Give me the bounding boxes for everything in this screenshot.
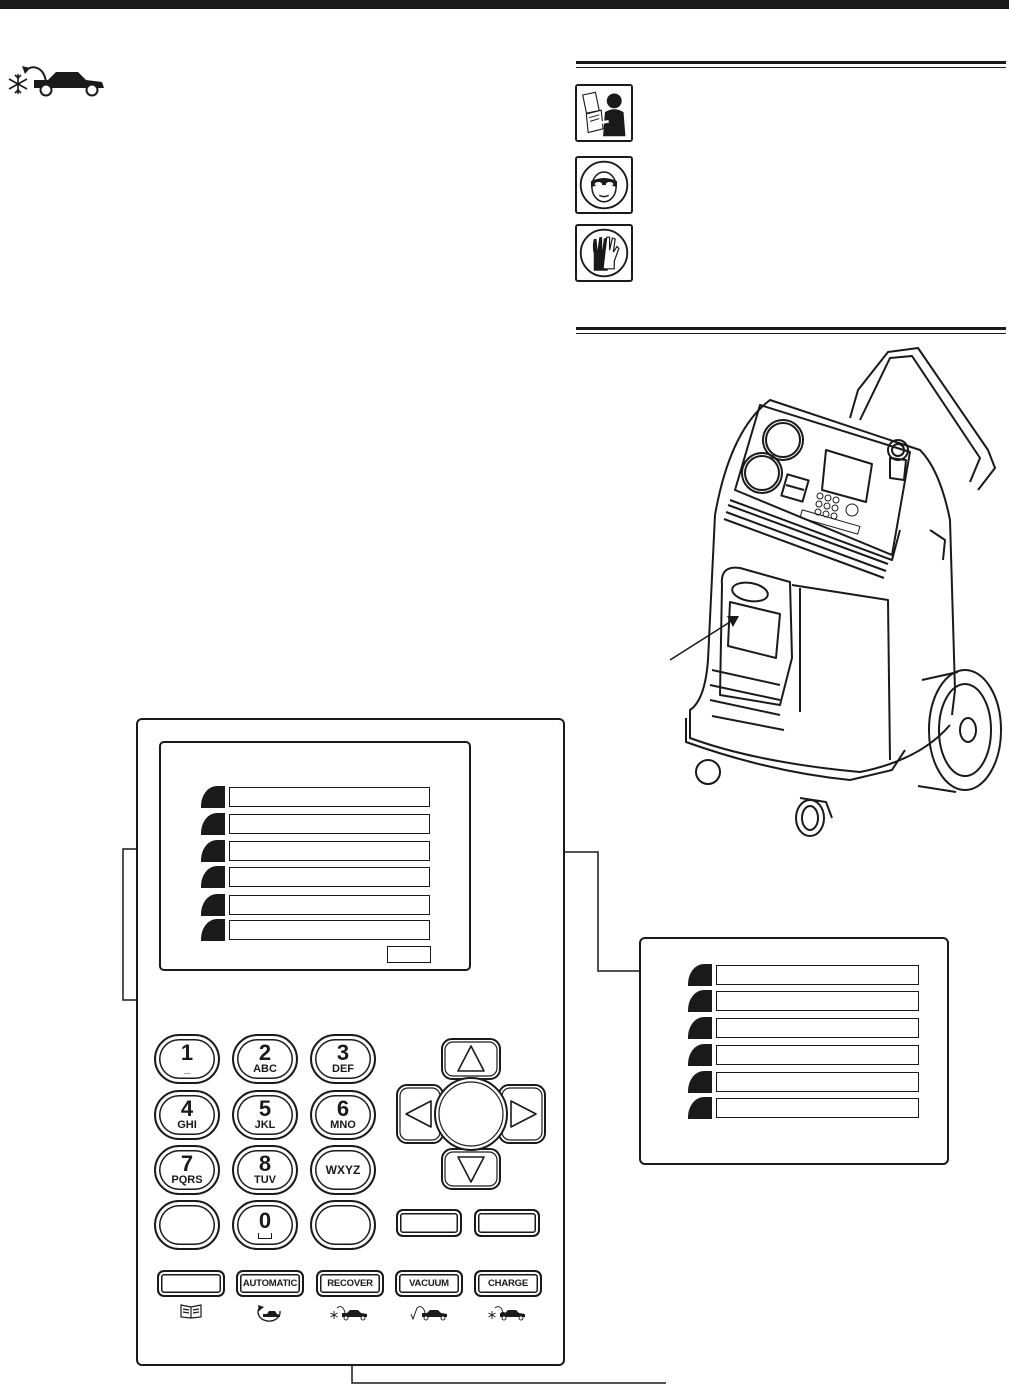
key-letters: MNO <box>330 1118 356 1131</box>
safety-goggles-icon <box>575 156 633 214</box>
menu-field <box>229 814 430 834</box>
key-4[interactable]: 4 GHI <box>154 1090 220 1140</box>
menu-field <box>716 1098 919 1118</box>
screen-status-box <box>387 946 431 963</box>
key-number: 0 <box>258 1208 272 1233</box>
recover-refrigerant-icon <box>8 58 108 98</box>
left-arrow-button[interactable] <box>398 1086 442 1144</box>
ac-service-machine-illustration <box>660 340 1005 845</box>
key-8[interactable]: 8 TUV <box>232 1145 298 1195</box>
menu-row-marker <box>688 990 712 1012</box>
menu-field <box>229 787 430 807</box>
menu-field <box>716 1018 919 1038</box>
menu-field <box>229 895 430 915</box>
key-letters: ABC <box>253 1062 277 1075</box>
menu-row-marker <box>201 813 225 835</box>
key-letters: PQRS <box>171 1173 203 1186</box>
menu-field <box>229 920 430 940</box>
key-number: 5 <box>258 1095 272 1121</box>
menu-row-marker <box>201 840 225 862</box>
key-number: 8 <box>258 1150 272 1176</box>
charge-icon <box>488 1303 528 1321</box>
menu-row-marker <box>688 1071 712 1093</box>
key-2[interactable]: 2 ABC <box>232 1034 298 1084</box>
charge-button[interactable]: CHARGE <box>474 1270 542 1297</box>
menu-field <box>229 867 430 887</box>
key-5[interactable]: 5 JKL <box>232 1090 298 1140</box>
key-0[interactable]: 0 <box>232 1200 298 1250</box>
menu-row-marker <box>688 1097 712 1119</box>
menu-field <box>716 1072 919 1092</box>
vacuum-icon <box>410 1303 450 1321</box>
menu-row-marker <box>688 1044 712 1066</box>
automatic-button[interactable]: AUTOMATIC <box>236 1270 304 1297</box>
menu-row-marker <box>201 894 225 916</box>
manual-button[interactable] <box>157 1270 225 1297</box>
key-number: 2 <box>258 1039 272 1065</box>
book-icon <box>179 1303 203 1321</box>
soft-key-left[interactable] <box>396 1209 462 1237</box>
right-arrow-button[interactable] <box>500 1086 544 1144</box>
key-letters: TUV <box>254 1173 276 1186</box>
key-number: 1 <box>180 1039 194 1065</box>
up-arrow-button[interactable] <box>443 1040 505 1078</box>
key-6[interactable]: 6 MNO <box>310 1090 376 1140</box>
menu-row-marker <box>201 866 225 888</box>
display-screen <box>159 741 471 971</box>
menu-row-marker <box>688 964 712 986</box>
menu-field <box>716 991 919 1011</box>
key-number: 6 <box>336 1095 350 1121</box>
recover-icon <box>330 1303 370 1321</box>
menu-field <box>716 965 919 985</box>
key-letters: DEF <box>332 1062 354 1075</box>
recover-button[interactable]: RECOVER <box>316 1270 384 1297</box>
key-letters: WXYZ <box>325 1162 361 1177</box>
top-rule <box>0 0 1009 9</box>
navigation-pad <box>395 1037 547 1192</box>
space-symbol <box>258 1233 272 1239</box>
vacuum-button[interactable]: VACUUM <box>395 1270 463 1297</box>
key-7[interactable]: 7 PQRS <box>154 1145 220 1195</box>
key-9[interactable]: WXYZ <box>310 1145 376 1195</box>
menu-row-marker <box>688 1017 712 1039</box>
read-manual-icon <box>575 84 633 142</box>
menu-row-marker <box>201 919 225 941</box>
section-rule-top <box>576 61 1006 68</box>
section-rule-bottom <box>576 327 1006 334</box>
enter-button[interactable] <box>442 1085 502 1145</box>
key-blank-left[interactable] <box>154 1200 220 1250</box>
safety-gloves-icon <box>575 224 633 282</box>
key-letters: GHI <box>177 1118 197 1131</box>
menu-row-marker <box>201 786 225 808</box>
automatic-cycle-icon <box>255 1303 285 1325</box>
key-number: 7 <box>180 1150 194 1176</box>
key-number: 4 <box>180 1095 194 1121</box>
key-3[interactable]: 3 DEF <box>310 1034 376 1084</box>
key-letters: JKL <box>254 1118 276 1131</box>
key-number: 3 <box>336 1039 350 1065</box>
key-letters: _ <box>183 1062 191 1075</box>
menu-field <box>716 1045 919 1065</box>
menu-field <box>229 841 430 861</box>
key-blank-right[interactable] <box>310 1200 376 1250</box>
key-1[interactable]: 1 _ <box>154 1034 220 1084</box>
submenu-screen <box>639 937 949 1165</box>
down-arrow-button[interactable] <box>443 1150 505 1188</box>
soft-key-right[interactable] <box>474 1209 540 1237</box>
